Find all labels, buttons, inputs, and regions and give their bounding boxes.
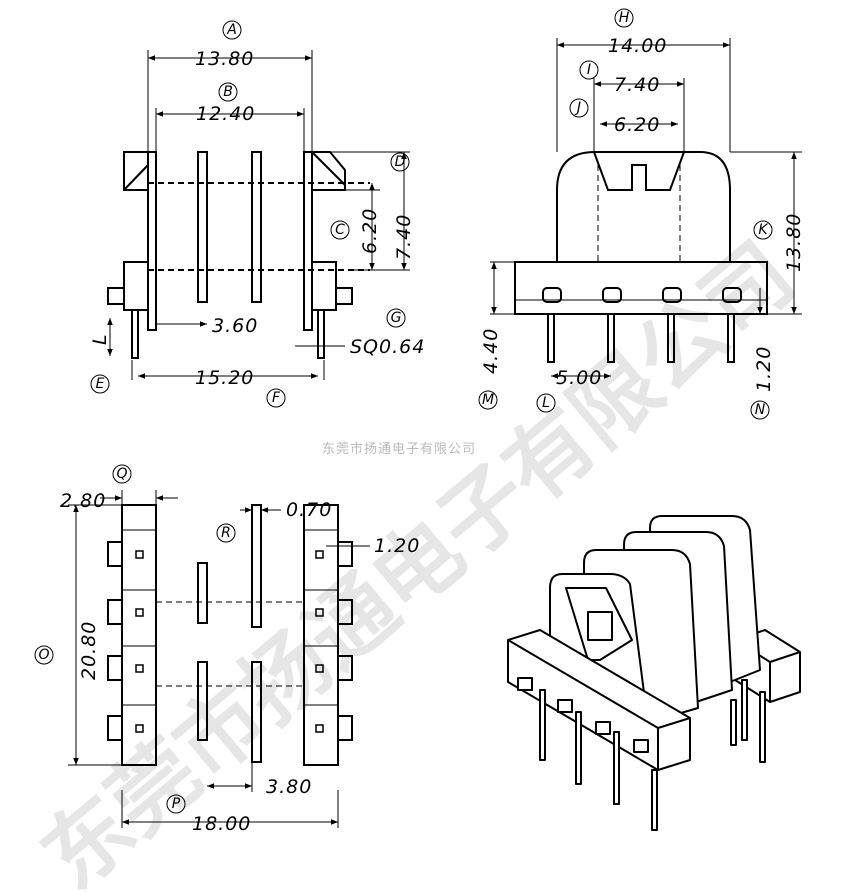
right-nub: [335, 287, 353, 305]
label-E: E: [96, 376, 105, 392]
label-I: I: [587, 62, 591, 78]
left-flange: [147, 151, 157, 331]
dim-I: 7.40: [614, 74, 660, 96]
left-pin: [131, 309, 139, 359]
right-pin: [317, 309, 325, 359]
side-nub-4: [722, 287, 742, 303]
dim-B: 12.40: [196, 103, 255, 125]
side-nub-2: [602, 287, 622, 303]
bottom-plate-1: [197, 562, 208, 624]
label-M: M: [482, 392, 494, 408]
left-base: [123, 261, 149, 311]
dim-A: 13.80: [195, 48, 254, 70]
label-G: G: [391, 310, 402, 326]
dim-Q: 2.80: [60, 490, 106, 512]
dim-C: 6.20: [359, 208, 381, 254]
side-view: [514, 151, 768, 363]
bottom-view-text: 2.80 0.70 1.20 20.80 3.80 18.00 Q R O P: [34, 464, 420, 835]
dim-L-side: 5.00: [556, 367, 602, 389]
bottom-plate-3: [197, 661, 208, 741]
plate-2: [251, 151, 262, 303]
dim-P: 18.00: [192, 813, 251, 835]
label-A: A: [226, 22, 237, 38]
bottom-plate-4: [251, 661, 262, 763]
label-J: J: [574, 100, 581, 116]
dim-N: 1.20: [753, 346, 775, 392]
left-chamfer: [123, 151, 148, 191]
dim-H: 14.00: [608, 35, 667, 57]
label-P: P: [172, 796, 181, 812]
label-C: C: [335, 222, 345, 238]
plate-1: [197, 151, 208, 303]
label-F: F: [272, 390, 281, 406]
front-view-dims: [107, 50, 410, 380]
watermark-small-text: 东莞市扬通电子有限公司: [322, 441, 476, 457]
iso-view: [507, 515, 801, 831]
front-view-text: 13.80 12.40 6.20 7.40 3.60 15.20 SQ0.64 …: [89, 20, 425, 408]
dim-R2: 1.20: [374, 535, 420, 557]
label-K: K: [758, 222, 769, 238]
label-D: D: [395, 154, 406, 170]
side-nub-3: [662, 287, 682, 303]
dim-K: 13.80: [783, 213, 805, 272]
dim-D: 7.40: [393, 214, 415, 260]
side-pin-3: [667, 313, 675, 363]
front-view: [107, 151, 380, 359]
dim-O: 20.80: [78, 621, 100, 680]
side-pin-2: [607, 313, 615, 363]
dim-G: SQ0.64: [350, 336, 425, 358]
label-O: O: [38, 647, 49, 663]
label-L-side: L: [542, 395, 550, 411]
left-nub: [107, 287, 125, 305]
right-flange: [303, 151, 313, 331]
side-pin-4: [727, 313, 735, 363]
label-N: N: [755, 402, 766, 418]
dim-F: 15.20: [195, 367, 254, 389]
bottom-right-rail: [303, 504, 339, 766]
side-nub-1: [542, 287, 562, 303]
side-pin-1: [547, 313, 555, 363]
bottom-left-rail: [121, 504, 157, 766]
dim-inner: 3.60: [212, 315, 258, 337]
side-view-text: 14.00 7.40 6.20 13.80 4.40 5.00 1.20 H I…: [478, 8, 805, 420]
dim-J: 6.20: [614, 114, 660, 136]
label-H: H: [619, 10, 630, 26]
bottom-plate-2: [251, 504, 262, 628]
dim-L: L: [89, 333, 111, 345]
side-body: [556, 151, 731, 262]
side-view-dims: [490, 38, 802, 379]
label-Q: Q: [116, 466, 127, 482]
dim-M: 4.40: [480, 328, 502, 374]
side-base: [514, 261, 768, 315]
bottom-view: [107, 504, 353, 766]
bottom-view-dims: [68, 490, 370, 828]
label-R: R: [221, 525, 231, 541]
label-B: B: [223, 84, 233, 100]
dim-R1: 0.70: [286, 499, 332, 521]
dim-inner-bottom: 3.80: [266, 776, 312, 798]
side-window: [593, 151, 685, 191]
